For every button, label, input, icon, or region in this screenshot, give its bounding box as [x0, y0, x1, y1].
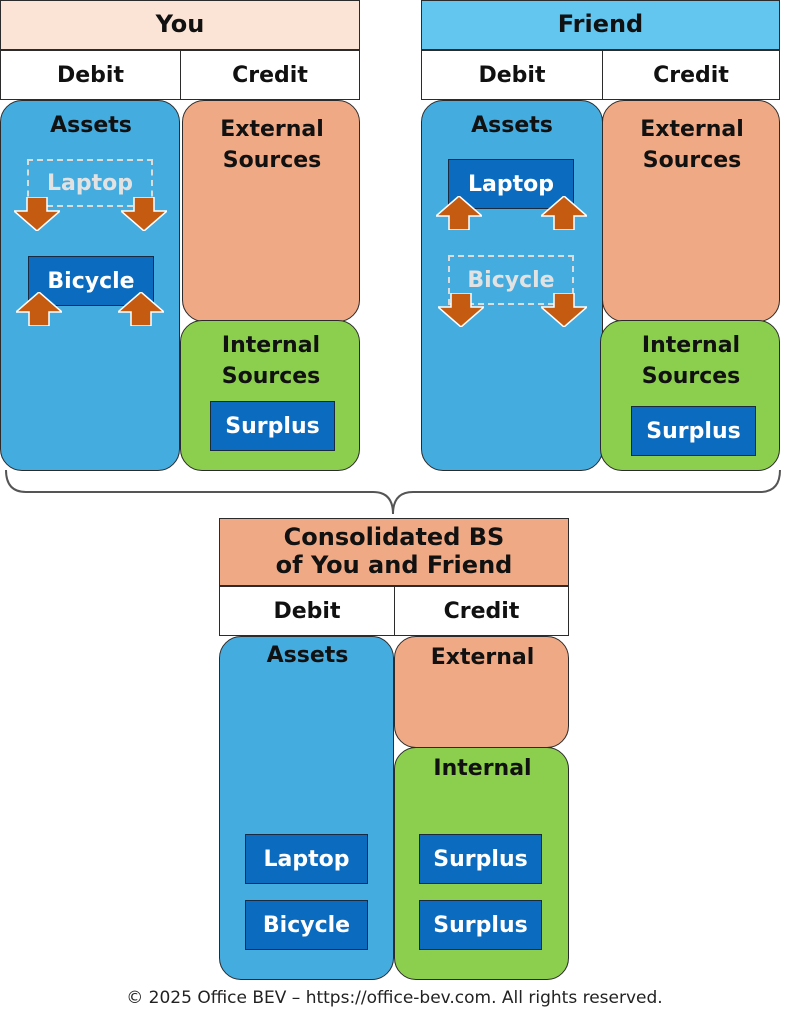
friend-credit-header: Credit	[602, 50, 780, 100]
down-arrow-icon	[438, 293, 484, 327]
you-debit-header: Debit	[0, 50, 181, 100]
consolidated-external-sources: External	[394, 636, 569, 748]
friend-external-sources: External Sources	[602, 100, 780, 322]
consolidated-external-label: External	[430, 645, 535, 670]
friend-surplus: Surplus	[631, 406, 756, 456]
friend-debit-header: Debit	[421, 50, 603, 100]
you-assets-label: Assets	[50, 113, 132, 138]
consolidated-assets-label: Assets	[266, 643, 349, 668]
down-arrow-icon	[14, 197, 60, 231]
consolidated-bicycle: Bicycle	[245, 900, 368, 950]
friend-external-label: External Sources	[640, 117, 744, 173]
friend-laptop: Laptop	[448, 159, 574, 209]
curly-brace	[5, 470, 781, 515]
consolidated-laptop: Laptop	[245, 834, 368, 884]
you-credit-header: Credit	[180, 50, 360, 100]
consolidated-surplus-2: Surplus	[419, 900, 542, 950]
up-arrow-icon	[118, 292, 164, 326]
down-arrow-icon	[541, 293, 587, 327]
down-arrow-icon	[121, 197, 167, 231]
up-arrow-icon	[436, 196, 482, 230]
consolidated-title: Consolidated BS of You and Friend	[219, 518, 569, 586]
consolidated-debit-header: Debit	[219, 586, 395, 636]
friend-bicycle-removed: Bicycle	[448, 255, 574, 305]
friend-assets-label: Assets	[471, 113, 553, 138]
you-internal-label: Internal Sources	[221, 333, 321, 389]
consolidated-surplus-1: Surplus	[419, 834, 542, 884]
friend-title: Friend	[421, 0, 780, 50]
you-laptop-removed: Laptop	[27, 159, 153, 207]
friend-internal-label: Internal Sources	[641, 333, 741, 389]
up-arrow-icon	[16, 292, 62, 326]
you-external-label: External Sources	[220, 117, 324, 173]
consolidated-internal-label: Internal	[433, 756, 532, 781]
up-arrow-icon	[541, 196, 587, 230]
you-external-sources: External Sources	[182, 100, 360, 322]
you-bicycle: Bicycle	[28, 256, 154, 306]
copyright-footer: © 2025 Office BEV – https://office-bev.c…	[126, 988, 663, 1008]
consolidated-credit-header: Credit	[394, 586, 569, 636]
you-title: You	[0, 0, 360, 50]
you-surplus: Surplus	[210, 401, 335, 451]
